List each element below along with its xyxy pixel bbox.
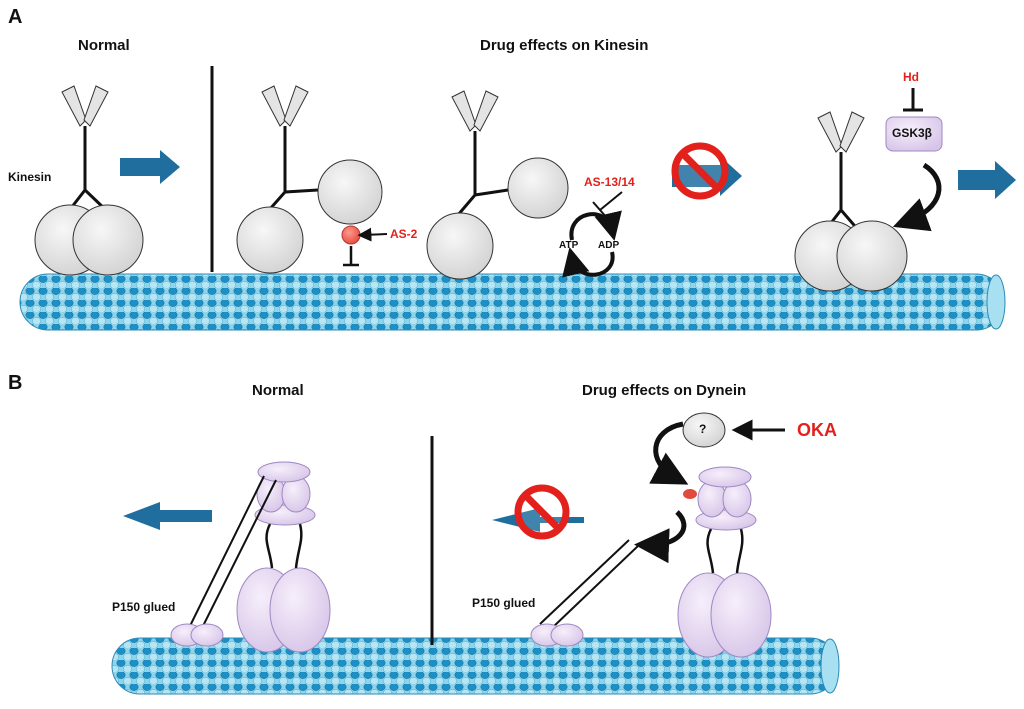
kinesin-gsk3b: [794, 88, 943, 292]
oka-label: OKA: [797, 420, 837, 440]
as2-label: AS-2: [390, 227, 418, 241]
kinesin-label: Kinesin: [8, 170, 52, 184]
movement-arrow-gsk3b: [958, 161, 1016, 199]
panel-b-drug-title: Drug effects on Dynein: [582, 382, 747, 399]
p150-glued-label-drug: P150 glued: [472, 596, 536, 610]
microtubule-a: [19, 273, 1006, 331]
as1314-label: AS-13/14: [584, 175, 635, 189]
gsk3b-label: GSK3β: [892, 126, 933, 140]
panel-b-letter: B: [8, 372, 23, 394]
panel-b-normal-title: Normal: [252, 382, 304, 399]
microtubule-b: [111, 637, 840, 695]
movement-arrow-normal-a: [120, 150, 180, 184]
gsk3b-box: [885, 116, 943, 152]
dynein-drug: [492, 412, 785, 658]
kinesin-normal: [34, 85, 144, 276]
kinesin-as2: [236, 85, 388, 274]
adp-label: ADP: [598, 240, 620, 251]
dynein-normal: [123, 461, 331, 653]
unknown-factor-label: ?: [699, 422, 707, 436]
unknown-factor-node: [682, 412, 726, 448]
blocked-movement-icon-a: [671, 142, 742, 200]
panel-a-letter: A: [8, 6, 23, 28]
kinesin-as1314: [426, 90, 623, 280]
hd-label: Hd: [903, 70, 919, 84]
panel-a-drug-title: Drug effects on Kinesin: [480, 37, 649, 54]
p150-glued-label-normal: P150 glued: [112, 600, 176, 614]
atp-label: ATP: [559, 240, 579, 251]
panel-a-normal-title: Normal: [78, 37, 130, 54]
